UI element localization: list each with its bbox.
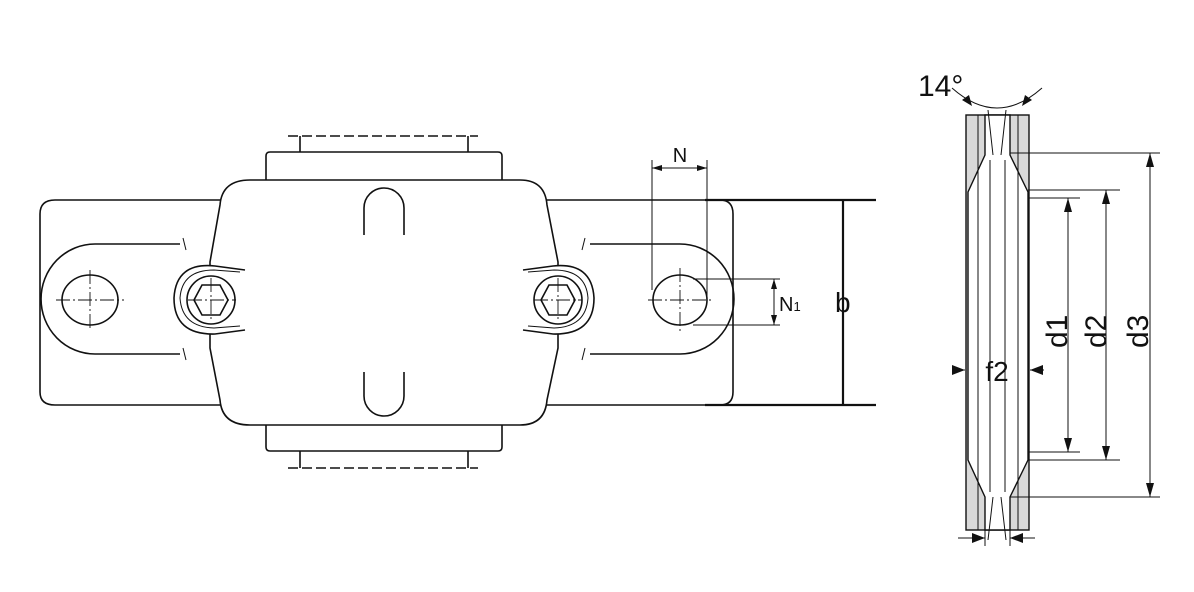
dimension-d1: d1 <box>1041 198 1074 452</box>
seal-center-taper <box>987 109 1007 541</box>
dimension-bottom-width <box>958 530 1035 546</box>
label-b: b <box>835 287 851 318</box>
left-foot-hole-center <box>56 270 124 330</box>
top-seal-cap <box>265 151 503 183</box>
top-shaft-side <box>299 136 469 152</box>
seal-groove-profile <box>967 114 1029 531</box>
label-N1: N1 <box>779 294 801 316</box>
housing-body <box>209 179 559 426</box>
right-bolt-boss-inner <box>527 269 589 329</box>
right-foot-lug <box>590 243 735 355</box>
label-d3: d3 <box>1122 315 1155 348</box>
dimension-b: b <box>705 198 876 407</box>
angle-arc <box>951 87 1043 109</box>
right-hex-center <box>534 278 582 322</box>
left-foot-slot-groove <box>182 237 187 361</box>
bottom-seal-cap <box>265 422 503 452</box>
housing-front-view: N N1 b <box>39 135 876 469</box>
right-foot-slot-groove <box>581 237 586 361</box>
seal-section-view: 14° d1 d2 d3 f2 <box>918 70 1160 546</box>
top-oblong-slot <box>363 187 405 235</box>
label-f2: f2 <box>985 356 1008 387</box>
left-hex-center <box>188 278 236 322</box>
seal-inner-lines <box>977 115 1019 530</box>
label-N: N <box>673 145 687 167</box>
diameter-extension-lines <box>1010 152 1160 498</box>
label-d2: d2 <box>1080 315 1113 348</box>
right-foot-hole-center <box>648 268 712 332</box>
angle-arrow-left <box>962 95 972 106</box>
dimension-N: N <box>651 145 708 300</box>
dimension-d3: d3 <box>1122 153 1155 497</box>
left-foot-lug <box>40 243 180 355</box>
dimension-N1: N1 <box>693 278 801 326</box>
label-d1: d1 <box>1041 315 1074 348</box>
label-N1-subscript: 1 <box>793 299 800 314</box>
dimension-f2: f2 <box>952 356 1044 387</box>
angle-arrow-right <box>1022 95 1032 106</box>
bottom-oblong-slot <box>363 372 405 417</box>
left-bolt-boss-inner <box>179 269 241 329</box>
bottom-shaft-side <box>299 451 469 468</box>
dimension-d2: d2 <box>1080 190 1113 460</box>
label-angle: 14° <box>918 70 963 103</box>
